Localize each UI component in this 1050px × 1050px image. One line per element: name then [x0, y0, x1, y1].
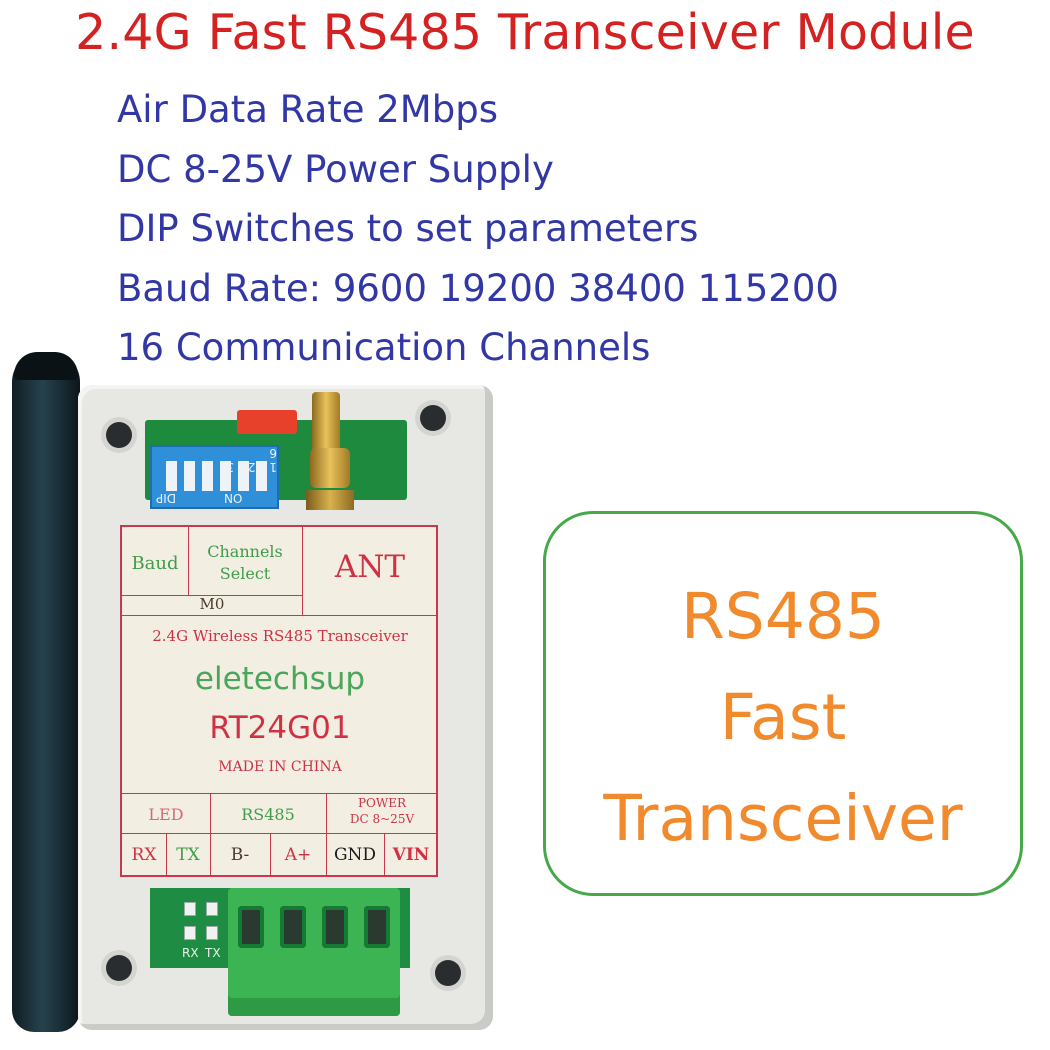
feature-item: DC 8-25V Power Supply [117, 147, 554, 191]
terminal-screw [238, 906, 264, 948]
terminal-screw [364, 906, 390, 948]
feature-list: Air Data Rate 2Mbps DC 8-25V Power Suppl… [117, 84, 839, 382]
callout-bubble: RS485 Fast Transceiver [543, 511, 1023, 896]
label-channels-line2: Select [219, 564, 271, 583]
led-tx [206, 902, 218, 916]
label-power-title: POWER [357, 796, 407, 810]
dip-text: DIP [156, 491, 177, 505]
led-rx [184, 926, 196, 940]
dip-numbers: 1 2 3 4 5 6 [178, 446, 277, 474]
mounting-hole [420, 405, 446, 431]
label-brand: eletechsup [194, 661, 366, 697]
label-vin: VIN [392, 845, 430, 865]
label-tx: TX [176, 845, 200, 865]
device-label: Baud Channels Select ANT M0 2.4G Wireles… [120, 525, 438, 877]
pcb-tx-label: TX [205, 946, 221, 960]
feature-item: 16 Communication Channels [117, 326, 651, 369]
label-rx: RX [131, 845, 157, 865]
led-tx [206, 926, 218, 940]
label-rs485: RS485 [241, 805, 295, 824]
label-ant: ANT [334, 549, 406, 585]
callout-line3: Transceiver [603, 782, 963, 855]
mounting-hole [106, 955, 132, 981]
label-led: LED [148, 805, 184, 824]
terminal-screw [322, 906, 348, 948]
mounting-hole [106, 422, 132, 448]
antenna [12, 352, 80, 1032]
label-model: RT24G01 [209, 710, 351, 746]
label-power: POWER DC 8~25V [326, 795, 438, 827]
feature-item: DIP Switches to set parameters [117, 207, 699, 250]
label-b-minus: B- [230, 845, 250, 865]
feature-item: Baud Rate: 9600 19200 38400 115200 [117, 266, 839, 310]
label-origin: MADE IN CHINA [218, 759, 342, 775]
label-m0: M0 [199, 595, 225, 613]
label-baud: Baud [131, 553, 179, 574]
label-channels: Channels Select [188, 541, 302, 585]
label-product-desc: 2.4G Wireless RS485 Transceiver [152, 627, 408, 645]
sma-connector [312, 392, 340, 452]
feature-item: Air Data Rate 2Mbps [117, 88, 498, 131]
label-channels-line1: Channels [207, 542, 283, 561]
screw-terminal-block [228, 888, 400, 1016]
red-component [237, 410, 297, 434]
label-a-plus: A+ [284, 845, 312, 865]
pcb-rx-label: RX [182, 946, 199, 960]
dip-switch[interactable]: 1 2 3 4 5 6 ON DIP [150, 445, 279, 509]
label-gnd: GND [333, 845, 377, 865]
sma-connector-bend [310, 448, 350, 488]
callout-line1: RS485 [680, 580, 885, 653]
dip-on-label: ON [224, 491, 243, 505]
label-power-range: DC 8~25V [349, 812, 415, 826]
terminal-screw [280, 906, 306, 948]
product-title: 2.4G Fast RS485 Transceiver Module [75, 4, 975, 61]
antenna-tip [14, 352, 78, 380]
callout-text: RS485 Fast Transceiver [546, 566, 1020, 869]
sma-connector-nut [306, 490, 354, 510]
mounting-hole [435, 960, 461, 986]
led-rx [184, 902, 196, 916]
callout-line2: Fast [719, 681, 847, 754]
